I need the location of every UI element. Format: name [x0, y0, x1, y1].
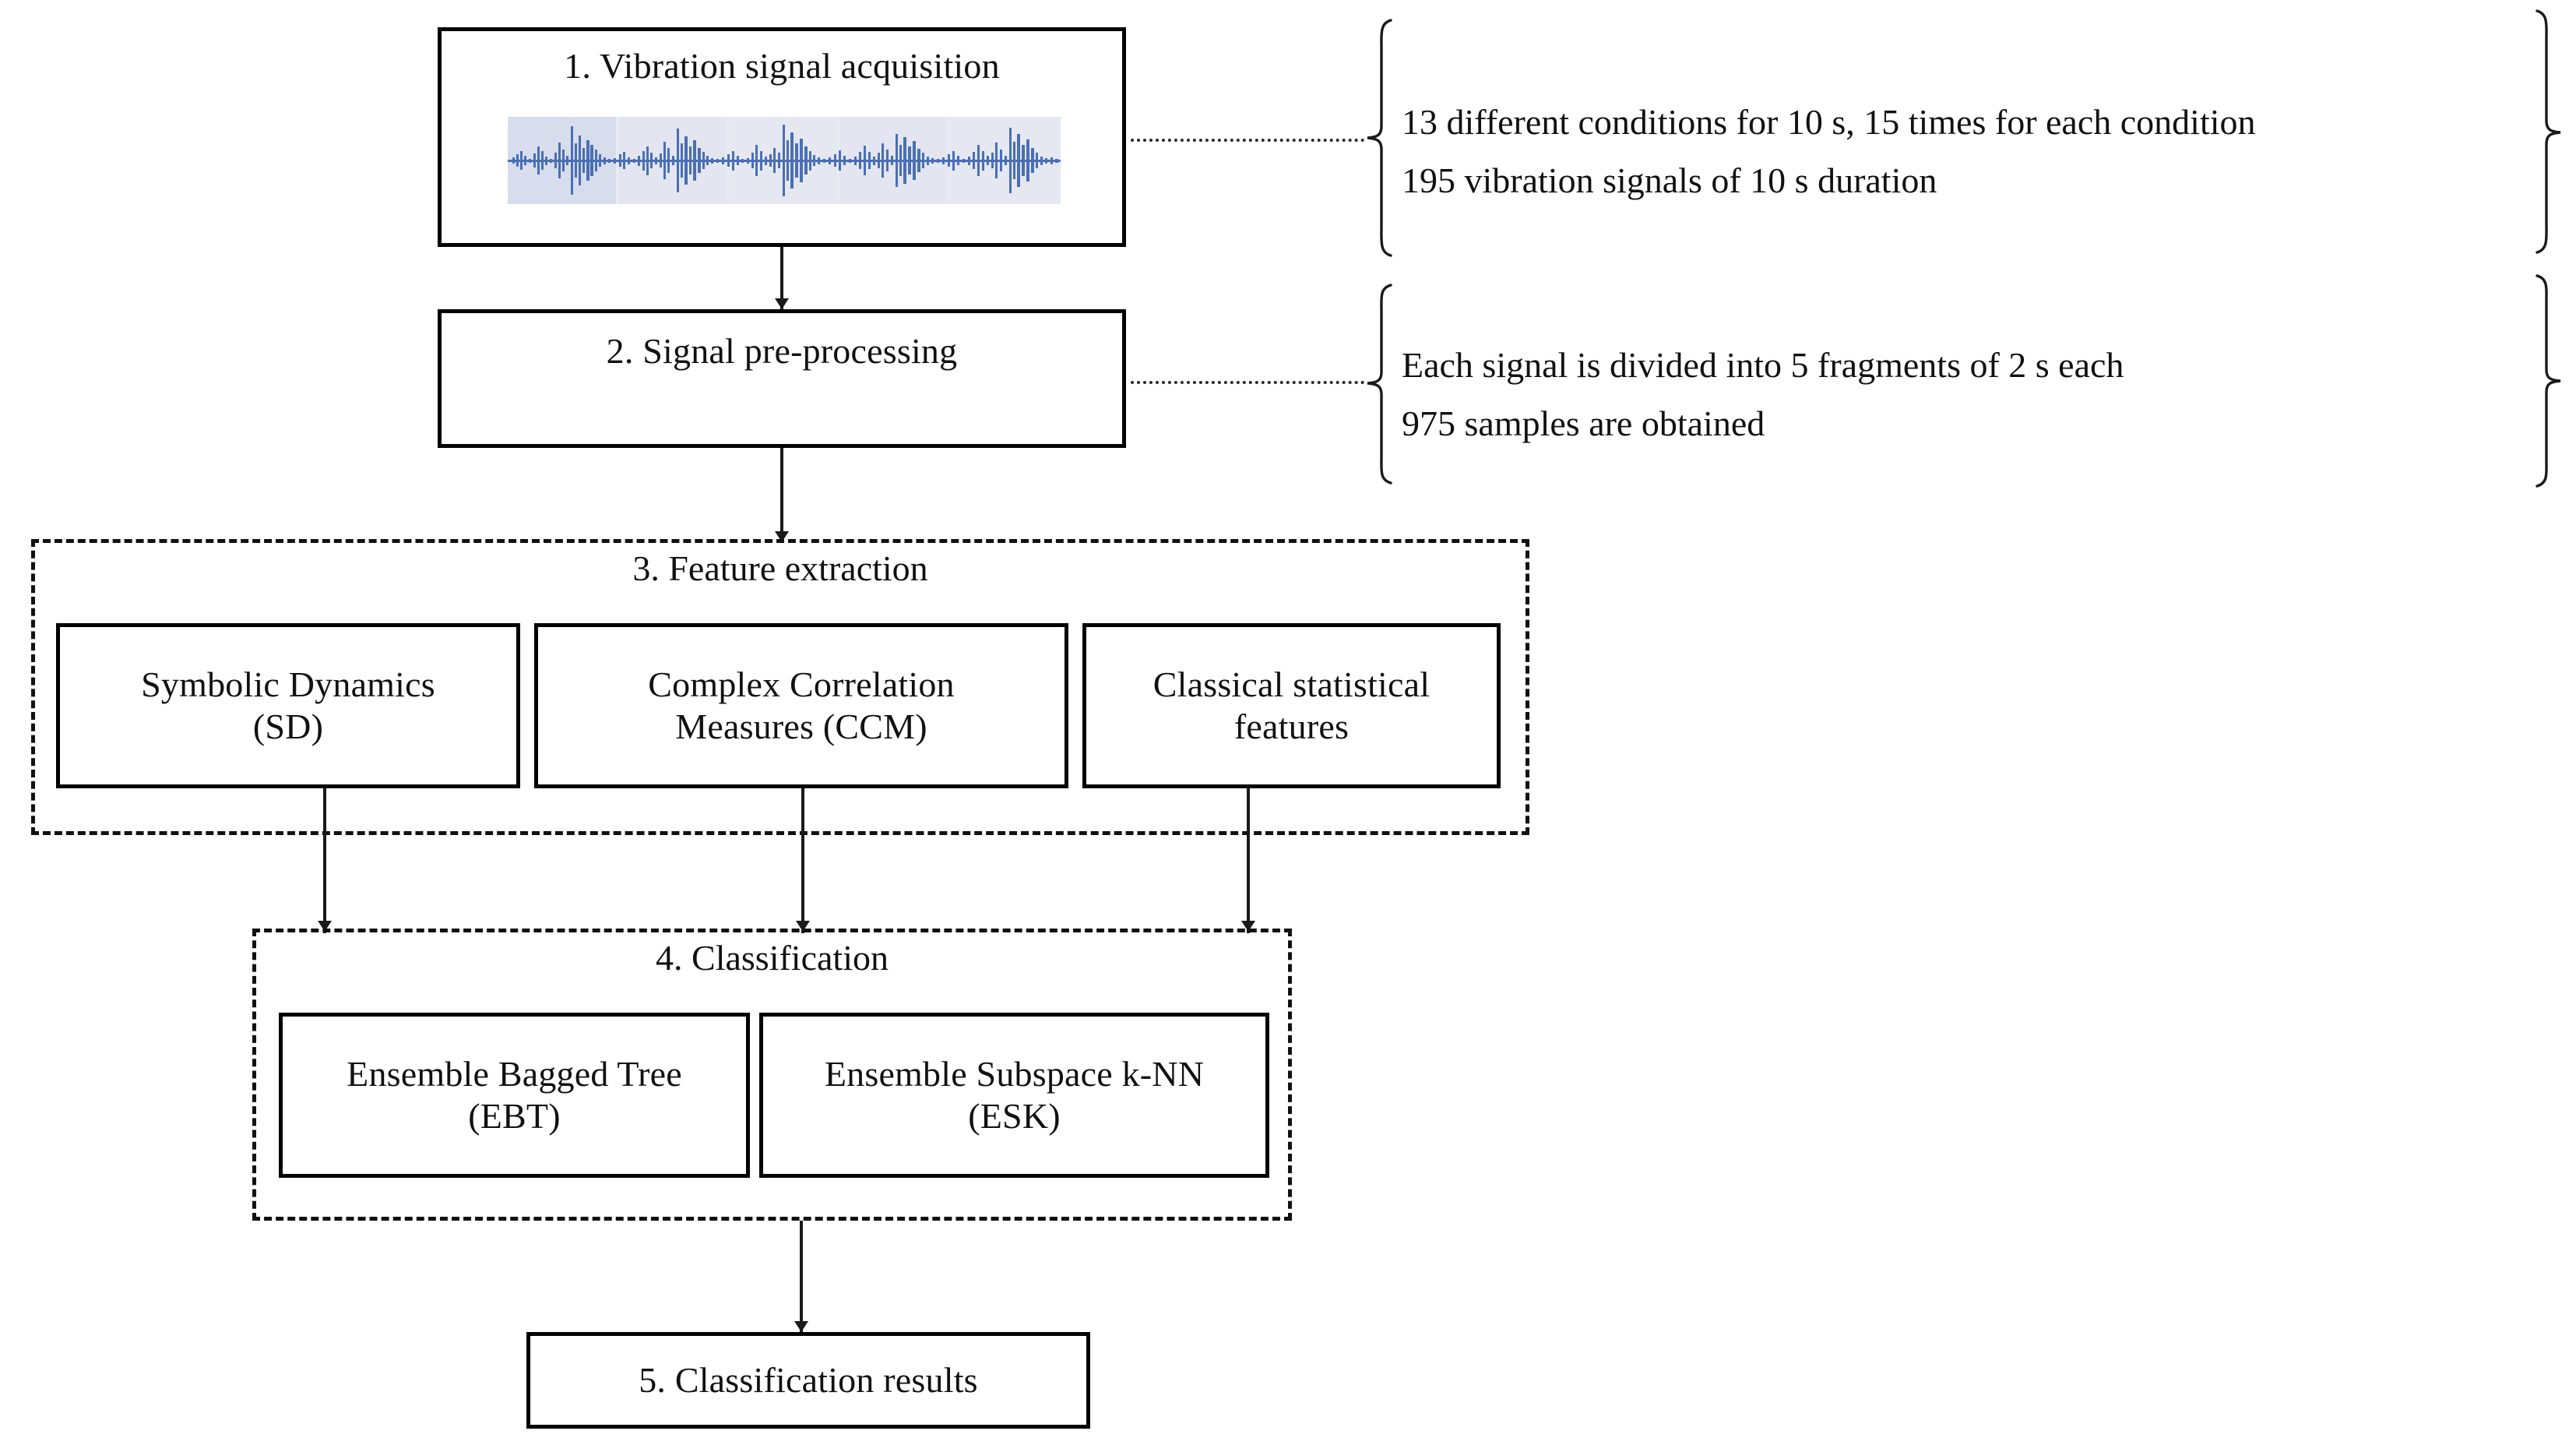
step-4-label: 4. Classification — [656, 938, 889, 978]
feature-box-complex-correlation-measures[interactable]: Complex Correlation Measures (CCM) — [534, 623, 1068, 788]
note-1-left-brace — [1364, 17, 1395, 259]
arrow-step4-to-step5-head — [794, 1321, 808, 1332]
step-5-box[interactable]: 5. Classification results — [526, 1332, 1090, 1429]
arrow-sd-to-classification-line — [323, 788, 326, 933]
note-1-right-brace — [2532, 8, 2564, 257]
step-3-label: 3. Feature extraction — [632, 548, 928, 588]
note-2-left-brace — [1364, 282, 1395, 486]
step-1-label: 1. Vibration signal acquisition — [564, 46, 1000, 86]
feature-box-complex-correlation-measures-label: Complex Correlation Measures (CCM) — [648, 664, 955, 746]
arrow-statistical-to-classification-line — [1247, 788, 1250, 933]
arrow-ccm-to-classification-line — [801, 788, 804, 933]
feature-box-classical-statistical-features-label: Classical statistical features — [1153, 664, 1431, 746]
vibration-signal-waveform — [508, 117, 1061, 204]
arrow-step4-to-step5-line — [800, 1221, 803, 1332]
connector-step1-note1 — [1131, 139, 1364, 142]
waveform-svg — [508, 117, 1061, 204]
note-2-right-brace — [2532, 273, 2564, 491]
step-2-label: 2. Signal pre-processing — [606, 331, 958, 371]
connector-step2-note2 — [1131, 381, 1364, 384]
classifier-box-ensemble-subspace-knn-label: Ensemble Subspace k-NN (ESK) — [824, 1053, 1205, 1136]
feature-box-symbolic-dynamics-label: Symbolic Dynamics (SD) — [141, 664, 435, 746]
classifier-box-ensemble-subspace-knn[interactable]: Ensemble Subspace k-NN (ESK) — [759, 1013, 1269, 1178]
arrow-step1-to-step2-line — [780, 247, 783, 309]
note-2-text: Each signal is divided into 5 fragments … — [1402, 345, 2124, 443]
feature-box-symbolic-dynamics[interactable]: Symbolic Dynamics (SD) — [56, 623, 520, 788]
step-2-box[interactable]: 2. Signal pre-processing — [438, 309, 1126, 448]
step-5-label: 5. Classification results — [639, 1359, 978, 1400]
feature-box-classical-statistical-features[interactable]: Classical statistical features — [1082, 623, 1501, 788]
arrow-step1-to-step2-head — [775, 298, 789, 309]
step-3-group — [31, 539, 1529, 835]
arrow-step2-to-step3-line — [780, 448, 783, 543]
classifier-box-ensemble-bagged-tree-label: Ensemble Bagged Tree (EBT) — [347, 1053, 682, 1136]
step-4-group — [252, 929, 1292, 1221]
classifier-box-ensemble-bagged-tree[interactable]: Ensemble Bagged Tree (EBT) — [279, 1013, 750, 1178]
note-1-text: 13 different conditions for 10 s, 15 tim… — [1402, 102, 2256, 200]
